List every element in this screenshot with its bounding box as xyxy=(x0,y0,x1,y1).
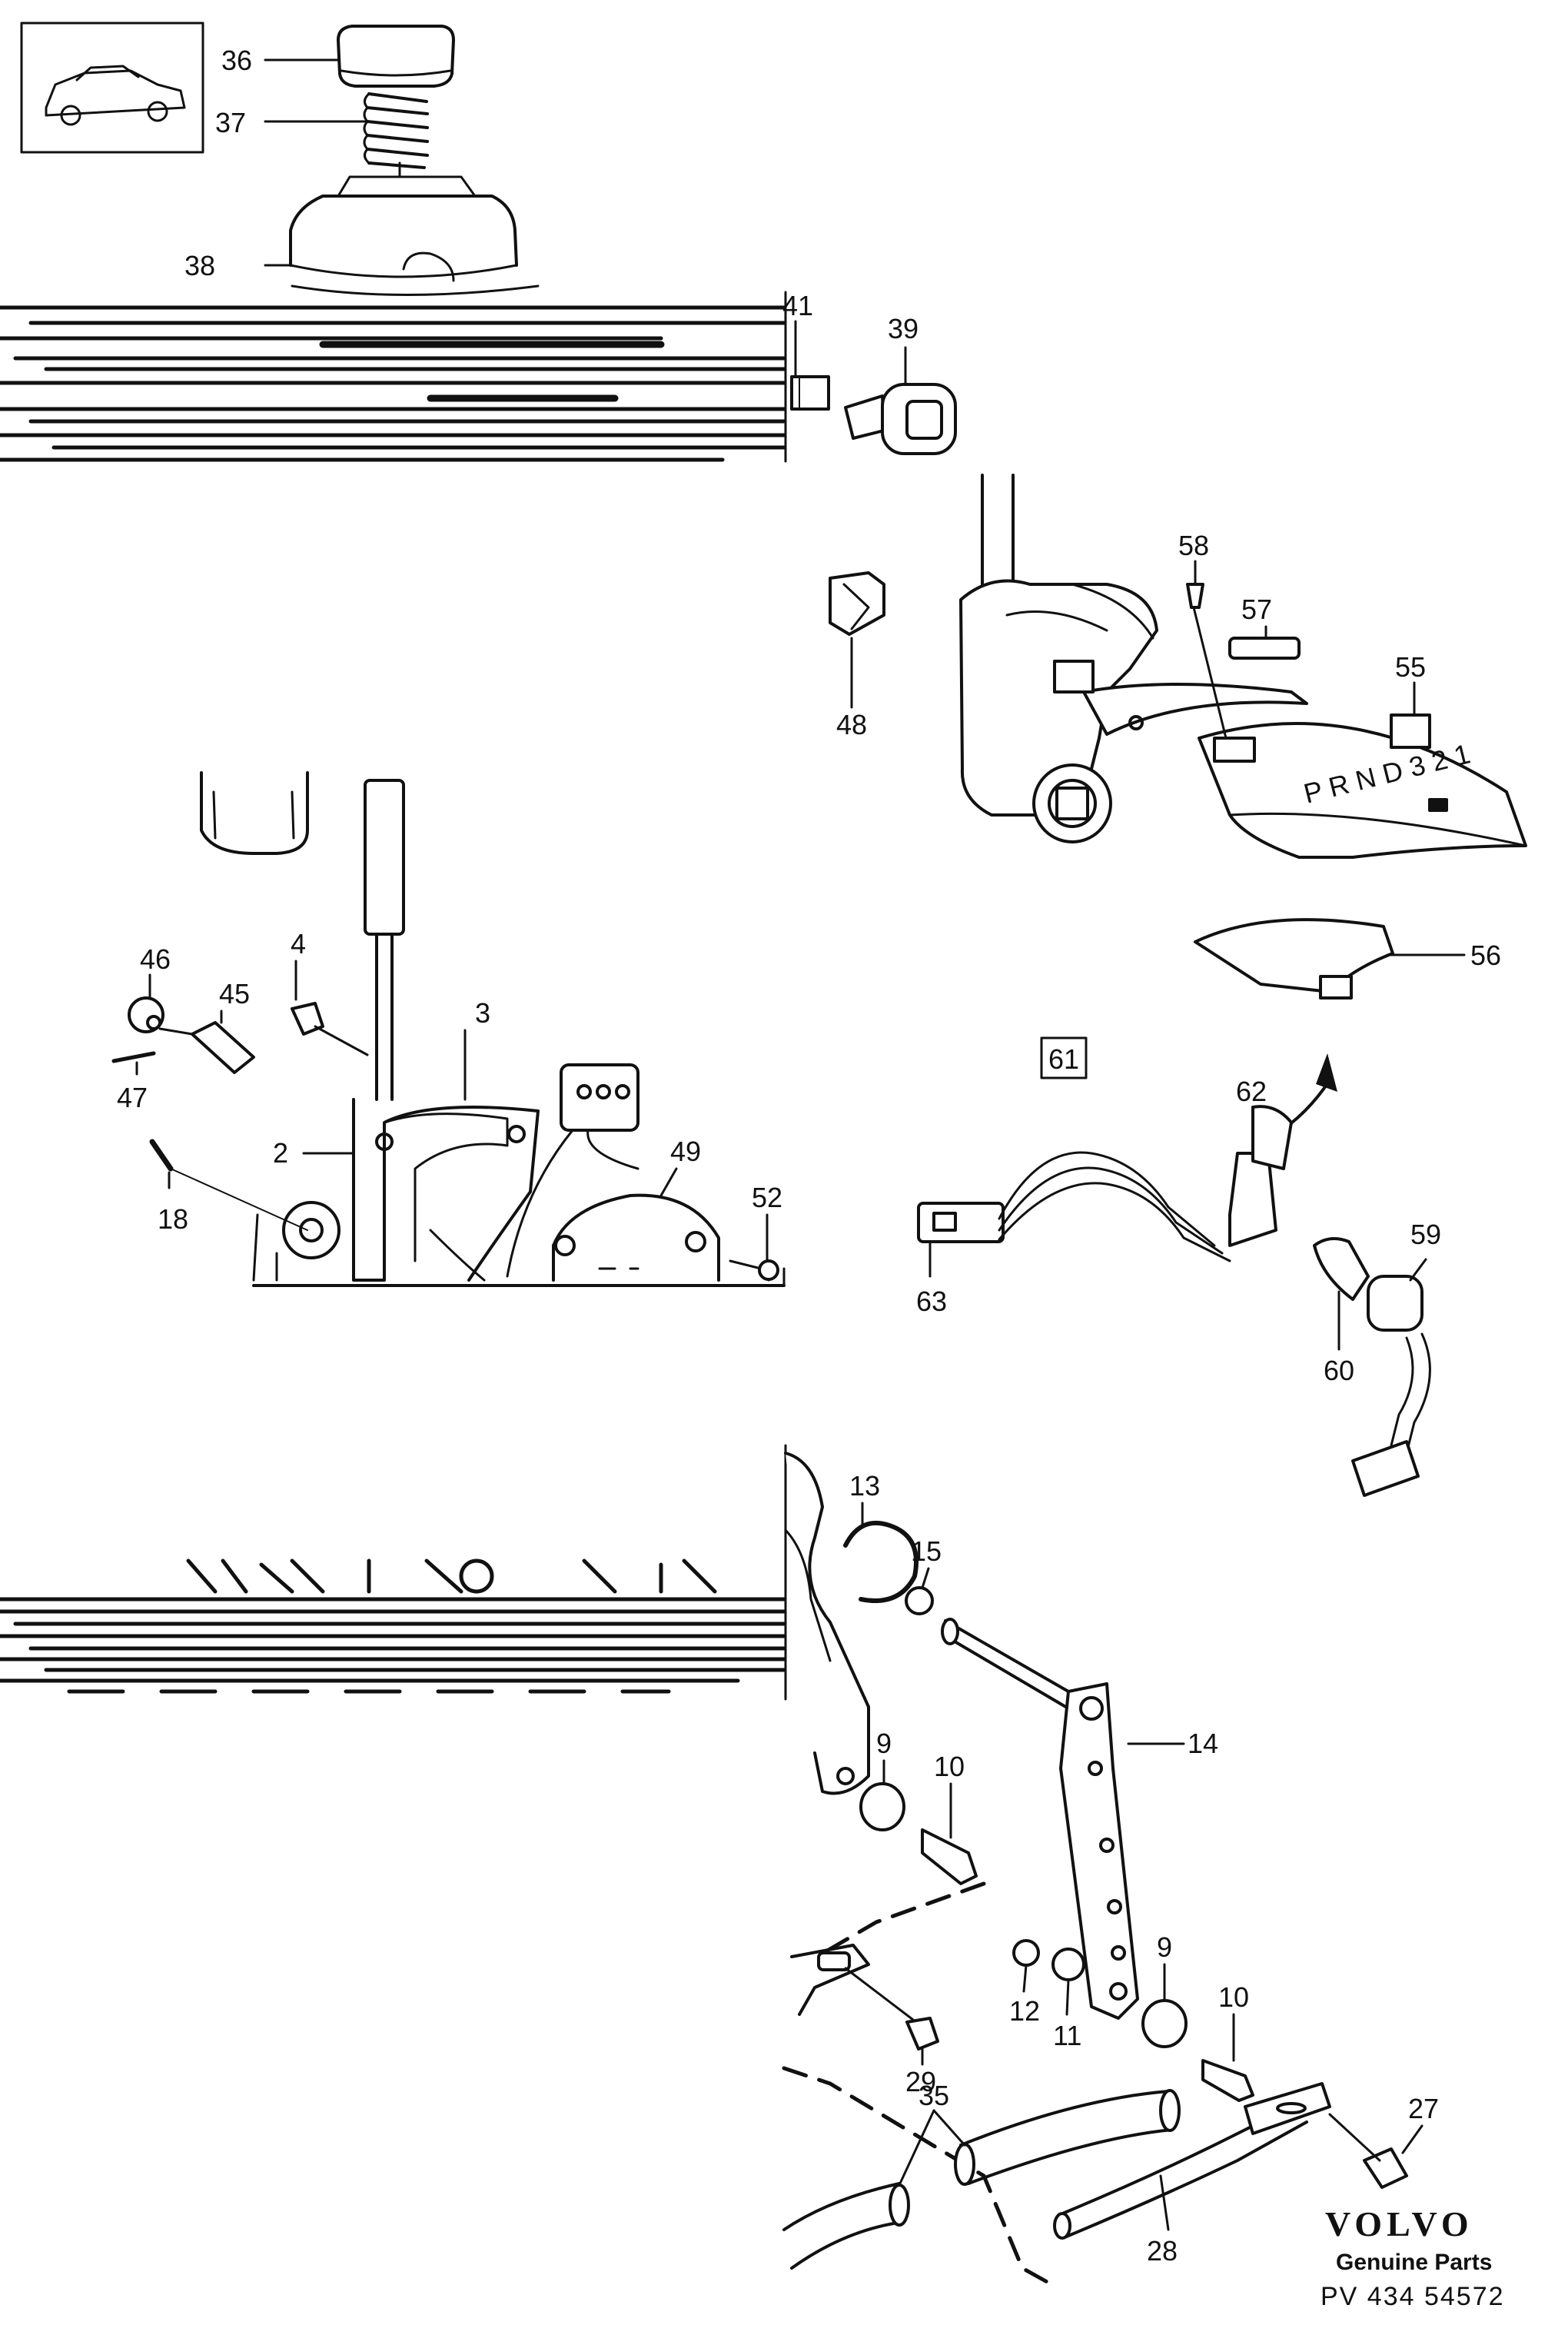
callout-48: 48 xyxy=(836,709,867,740)
callout-13: 13 xyxy=(849,1470,880,1502)
callout-62: 62 xyxy=(1236,1076,1267,1107)
callout-11: 11 xyxy=(1053,2020,1081,2051)
box-61 xyxy=(1040,1036,1088,1079)
selector-housing-upper: P R N D 3 2 1 xyxy=(959,474,1527,859)
shift-knob-36 xyxy=(337,25,455,88)
spring-37 xyxy=(363,92,429,169)
lever-assembly xyxy=(111,771,786,1287)
callout-46: 46 xyxy=(140,943,171,975)
arrow-head xyxy=(1316,1053,1337,1092)
scan-artifact-band-bottom xyxy=(0,1444,787,1701)
linkage-assembly xyxy=(782,1452,1408,2290)
callout-52: 52 xyxy=(752,1182,782,1213)
callout-58: 58 xyxy=(1178,530,1209,561)
bulb-holder-56 xyxy=(1194,918,1394,1000)
callout-9-lower: 9 xyxy=(1157,1931,1172,1963)
callout-labels: 36 37 38 41 39 58 57 55 48 56 46 4 45 3 … xyxy=(117,45,1501,2267)
callout-57: 57 xyxy=(1241,594,1272,625)
callout-2: 2 xyxy=(273,1137,288,1169)
callout-47: 47 xyxy=(117,1082,148,1113)
switch-39 xyxy=(844,383,957,455)
car-thumbnail xyxy=(20,22,204,154)
clip-48 xyxy=(829,571,885,636)
callout-55: 55 xyxy=(1395,651,1426,683)
callout-63: 63 xyxy=(916,1286,947,1317)
callout-39: 39 xyxy=(888,313,919,344)
harness-62-63 xyxy=(917,1105,1293,1262)
connector-41 xyxy=(790,375,830,411)
callout-35: 35 xyxy=(919,2080,949,2111)
brand-logo: VOLVO xyxy=(1325,2204,1473,2244)
callout-14: 14 xyxy=(1188,1728,1218,1759)
callout-3: 3 xyxy=(475,997,490,1029)
callout-41: 41 xyxy=(782,290,813,321)
part-code: PV 434 54572 xyxy=(1321,2282,1505,2311)
brand-tagline: Genuine Parts xyxy=(1336,2250,1492,2275)
brand-footer: VOLVO Genuine Parts PV 434 54572 xyxy=(1321,2204,1505,2311)
callout-49: 49 xyxy=(670,1136,701,1167)
scan-artifact-band-top xyxy=(0,291,787,463)
callout-56: 56 xyxy=(1470,940,1501,971)
bulb-59-60 xyxy=(1313,1237,1431,1497)
callout-10-upper: 10 xyxy=(934,1751,965,1782)
callout-15: 15 xyxy=(911,1535,942,1567)
callout-18: 18 xyxy=(158,1203,188,1235)
callout-12: 12 xyxy=(1009,1995,1040,2027)
callout-61: 61 xyxy=(1048,1043,1079,1075)
callout-29: 29 xyxy=(905,2066,936,2097)
callout-4: 4 xyxy=(291,928,306,960)
callout-38: 38 xyxy=(184,250,215,281)
gear-cover-38 xyxy=(289,161,540,296)
callout-27: 27 xyxy=(1408,2093,1439,2124)
leader-lines xyxy=(135,58,1466,2231)
callout-36: 36 xyxy=(221,45,252,76)
callout-10-lower: 10 xyxy=(1218,1981,1249,2013)
callout-59: 59 xyxy=(1410,1219,1441,1250)
callout-37: 37 xyxy=(215,107,246,138)
callout-28: 28 xyxy=(1147,2235,1178,2267)
callout-9-upper: 9 xyxy=(876,1728,892,1759)
callout-60: 60 xyxy=(1324,1355,1354,1386)
callout-45: 45 xyxy=(219,978,250,1010)
